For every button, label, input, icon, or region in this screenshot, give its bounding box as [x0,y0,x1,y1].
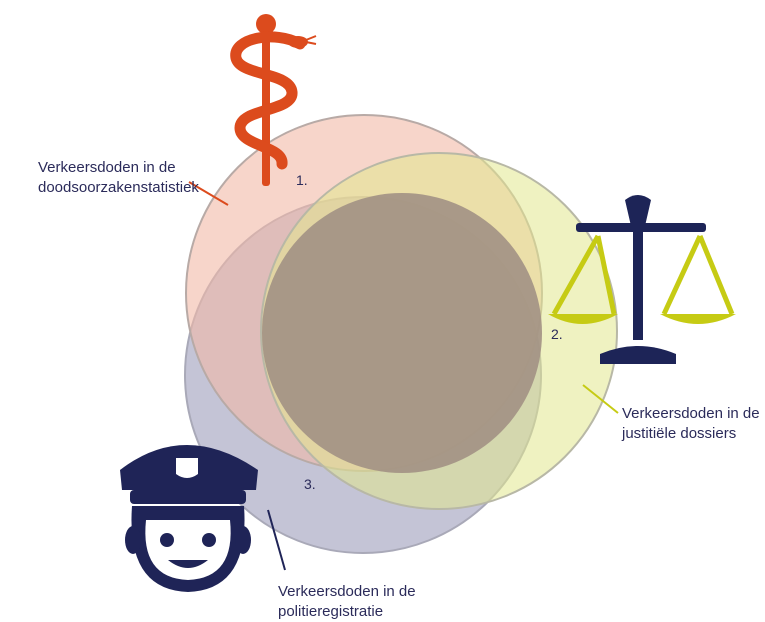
scales-of-justice-icon [548,195,736,364]
label-justitie-line2: justitiële dossiers [622,425,737,442]
center-overlap [262,193,542,473]
label-politie-line1: Verkeersdoden in de [278,583,416,600]
number-label-2: 2. [551,326,563,342]
number-label-3: 3. [304,476,316,492]
police-officer-icon [120,445,258,592]
leader-line-politie [267,509,286,571]
staff-of-asclepius-icon [230,14,317,186]
leader-line-justitie [582,384,619,414]
label-doodsoorzaken-line1: Verkeersdoden in de [38,159,176,176]
label-justitie-line1: Verkeersdoden in de [622,405,760,422]
leader-line-doodsoorzaken [188,181,229,206]
number-label-1: 1. [296,172,308,188]
label-politie: Verkeersdoden in de politieregistratie [278,582,416,622]
label-doodsoorzaken: Verkeersdoden in de doodsoorzakenstatist… [38,158,199,198]
label-doodsoorzaken-line2: doodsoorzakenstatistiek [38,179,199,196]
label-politie-line2: politieregistratie [278,603,384,620]
label-justitie: Verkeersdoden in de justitiële dossiers [622,404,760,444]
